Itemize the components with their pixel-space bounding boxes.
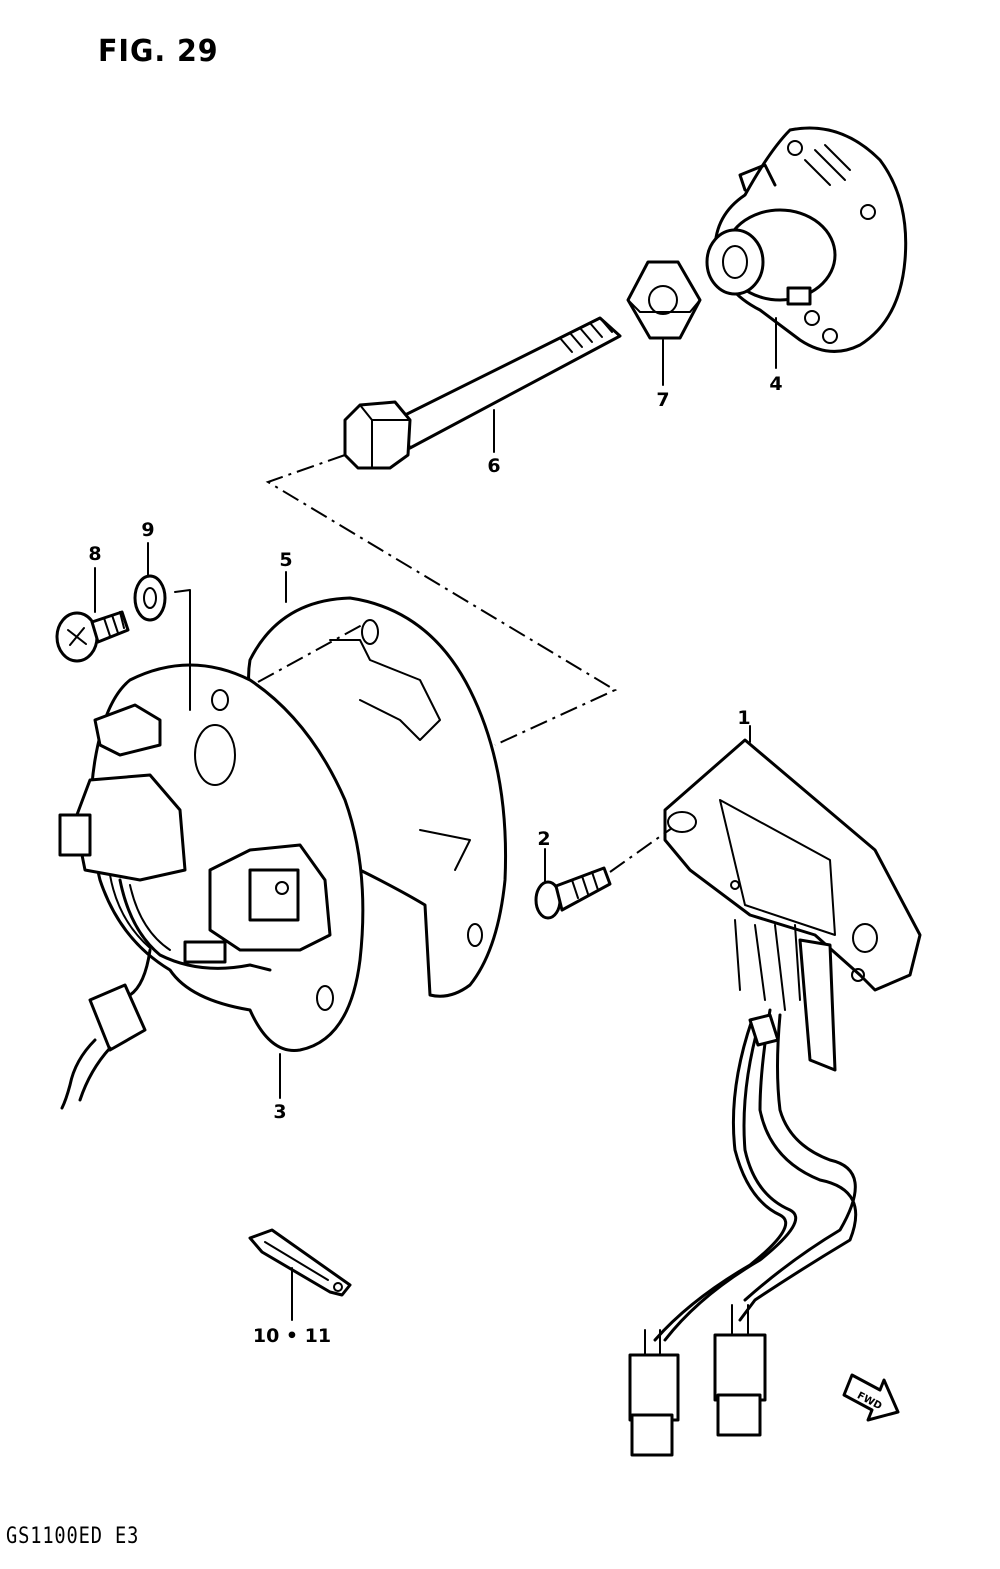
callout-10-11: 10 • 11 [253,1325,331,1347]
callout-6: 6 [487,455,500,477]
part-9-washer[interactable] [133,574,167,622]
callout-4: 4 [769,373,782,395]
part-3-pickup-plate[interactable] [58,663,365,1110]
part-8-screw[interactable] [55,610,130,663]
callout-9: 9 [141,519,154,541]
part-10-11-clamp[interactable] [248,1228,352,1297]
callout-8: 8 [88,543,101,565]
part-2-screw[interactable] [534,866,612,920]
callout-7: 7 [656,389,669,411]
part-6-bolt[interactable] [343,316,622,470]
callout-1: 1 [737,707,750,729]
figure-title: FIG. 29 [98,34,219,69]
installation-lines [174,454,673,873]
model-code: GS1100ED E3 [6,1524,140,1549]
part-1-igniter-unit[interactable] [628,738,922,1457]
callout-5: 5 [279,549,292,571]
leader-lines [94,317,777,1321]
fwd-arrow-icon [842,1373,900,1422]
part-4-governor-assembly[interactable] [705,126,908,353]
part-7-nut[interactable] [626,260,702,340]
callout-3: 3 [273,1101,286,1123]
callout-2: 2 [537,828,550,850]
